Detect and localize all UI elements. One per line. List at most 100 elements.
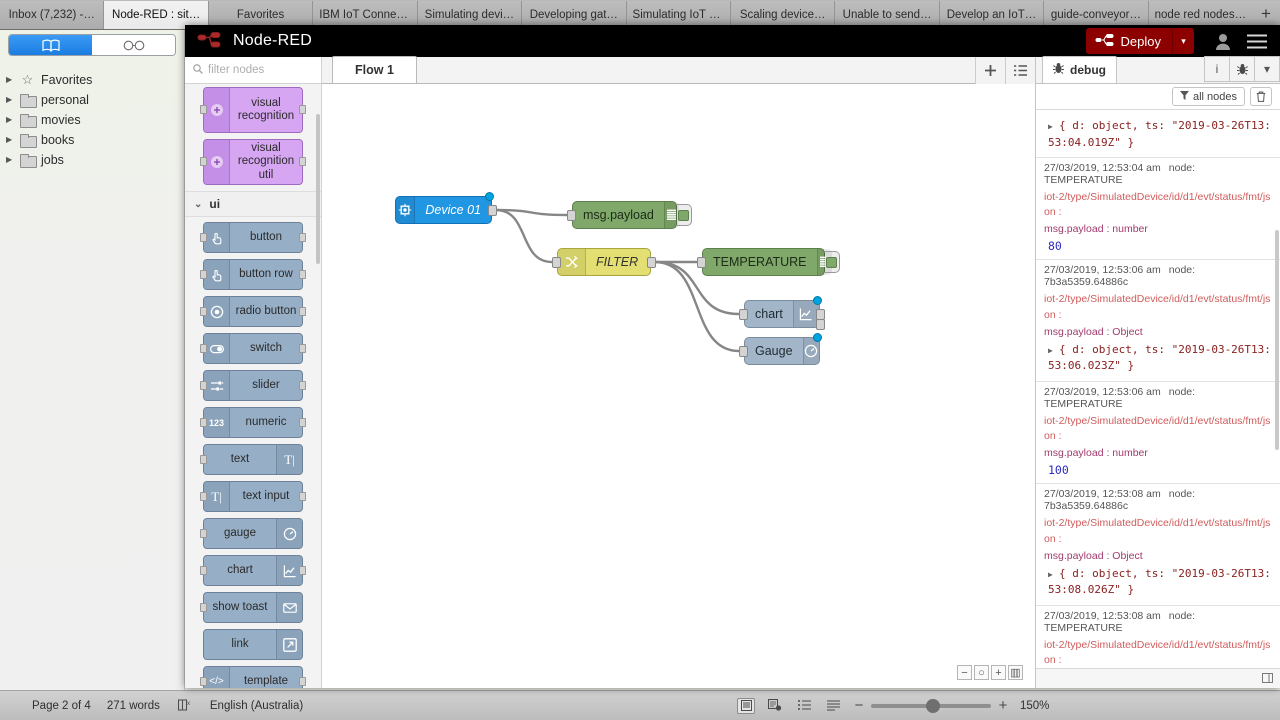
tree-item[interactable]: ▶☆Favorites [0, 70, 184, 90]
tree-item[interactable]: ▶books [0, 130, 184, 150]
node-input-port[interactable] [200, 565, 207, 575]
expand-icon[interactable] [1262, 672, 1273, 686]
palette-node[interactable]: slider [200, 370, 306, 401]
zoom-out-icon[interactable]: − [957, 665, 972, 680]
zoom-knob[interactable] [926, 698, 940, 713]
expand-triangle-icon[interactable]: ▶ [6, 95, 13, 104]
sidebar-view-toggle[interactable] [8, 34, 176, 56]
node-output-port[interactable] [299, 417, 306, 427]
zoom-in-icon[interactable]: + [991, 665, 1006, 680]
palette-scroll-area[interactable]: visual recognition visual recognition uti… [185, 84, 321, 688]
node-output-port[interactable] [299, 676, 306, 686]
clear-debug-button[interactable] [1250, 87, 1272, 106]
browser-tab[interactable]: Inbox (7,232) -… [0, 1, 104, 29]
expand-triangle-icon[interactable]: ▶ [1048, 345, 1053, 355]
user-icon[interactable] [1206, 25, 1240, 57]
debug-toggle-button[interactable] [824, 251, 840, 273]
flow-node-msgpayload[interactable]: msg.payload [567, 201, 692, 229]
node-input-port[interactable] [200, 269, 207, 279]
node-input-port[interactable] [200, 105, 207, 114]
zoom-in-button[interactable]: + [998, 697, 1008, 714]
web-layout-icon[interactable] [766, 698, 784, 714]
add-flow-icon[interactable] [975, 57, 1005, 84]
bug-icon-button[interactable] [1229, 56, 1255, 82]
node-input-port[interactable] [200, 602, 207, 612]
browser-tab[interactable]: Unable to send… [834, 1, 939, 29]
node-input-port[interactable] [697, 257, 706, 268]
print-layout-icon[interactable] [737, 697, 755, 714]
flow-node-gauge[interactable]: Gauge [739, 333, 822, 365]
node-output-port[interactable] [299, 565, 306, 575]
tree-item[interactable]: ▶personal [0, 90, 184, 110]
node-input-port[interactable] [200, 232, 207, 242]
node-input-port[interactable] [200, 417, 207, 427]
node-input-port[interactable] [200, 343, 207, 353]
palette-scrollbar[interactable] [316, 114, 320, 264]
browser-tab[interactable]: Developing gat… [521, 1, 626, 29]
palette-node[interactable]: visual recognition util [200, 139, 306, 185]
tab-debug[interactable]: debug [1042, 56, 1117, 83]
expand-triangle-icon[interactable]: ▶ [1048, 569, 1053, 579]
spellcheck-icon[interactable]: x [176, 698, 194, 714]
debug-object-value[interactable]: ▶{ d: object, ts: "2019-03-26T13:53:04.0… [1044, 118, 1272, 151]
node-input-port[interactable] [200, 380, 207, 390]
flow-node-temperature[interactable]: TEMPERATURE [697, 248, 840, 276]
palette-filter[interactable]: filter nodes [185, 57, 321, 84]
node-output-port[interactable] [299, 157, 306, 166]
palette-node[interactable]: button [200, 222, 306, 253]
palette-node[interactable]: chart [200, 555, 306, 586]
node-input-port[interactable] [200, 454, 207, 464]
debug-object-value[interactable]: ▶{ d: object, ts: "2019-03-26T13:53:06.0… [1044, 342, 1272, 375]
glasses-icon[interactable] [92, 35, 175, 55]
palette-node[interactable]: button row [200, 259, 306, 290]
palette-node[interactable]: radio button [200, 296, 306, 327]
expand-triangle-icon[interactable]: ▶ [6, 135, 13, 144]
palette-node[interactable]: visual recognition [200, 87, 306, 133]
node-output-port[interactable] [299, 105, 306, 114]
browser-tab[interactable]: Develop an IoT… [938, 1, 1044, 29]
debug-object-value[interactable]: ▶{ d: object, ts: "2019-03-26T13:53:08.0… [1044, 566, 1272, 599]
palette-node[interactable]: link [203, 629, 303, 660]
node-output-port[interactable] [299, 269, 306, 279]
debug-message-list[interactable]: ▶{ d: object, ts: "2019-03-26T13:53:04.0… [1036, 110, 1280, 668]
expand-triangle-icon[interactable]: ▶ [6, 75, 13, 84]
zoom-slider[interactable]: − + [853, 697, 1009, 714]
flow-node-filter[interactable]: FILTER [552, 248, 656, 276]
flow-list-icon[interactable] [1005, 57, 1035, 84]
canvas-zoom-controls[interactable]: −○+▥ [955, 665, 1023, 680]
deploy-dropdown-arrow[interactable]: ▾ [1172, 28, 1194, 54]
language-indicator[interactable]: English (Australia) [209, 699, 304, 712]
node-input-port[interactable] [200, 528, 207, 538]
palette-node[interactable]: switch [200, 333, 306, 364]
navigator-icon[interactable]: ▥ [1008, 665, 1023, 680]
palette-node[interactable]: T|text input [200, 481, 306, 512]
flow-tab-flow1[interactable]: Flow 1 [332, 56, 417, 83]
palette-category-ui[interactable]: ⌄ui [185, 191, 321, 217]
node-output-port[interactable] [647, 257, 656, 268]
debug-message[interactable]: ▶{ d: object, ts: "2019-03-26T13:53:04.0… [1036, 110, 1280, 158]
book-icon[interactable] [9, 35, 92, 55]
node-input-port[interactable] [739, 346, 748, 357]
node-output-port[interactable] [299, 232, 306, 242]
palette-node[interactable]: </>template [200, 666, 306, 688]
node-input-port[interactable] [739, 309, 748, 320]
palette-node[interactable]: show toast [200, 592, 303, 623]
node-output-port[interactable] [299, 306, 306, 316]
zoom-track[interactable] [871, 698, 991, 713]
node-output-port-2[interactable] [816, 319, 825, 330]
filter-nodes-input[interactable]: filter nodes [208, 64, 265, 76]
node-output-port[interactable] [299, 491, 306, 501]
node-input-port[interactable] [200, 491, 207, 501]
node-input-port[interactable] [200, 157, 207, 166]
node-output-port[interactable] [299, 343, 306, 353]
outline-icon[interactable] [795, 698, 813, 714]
hamburger-menu-icon[interactable] [1240, 25, 1274, 57]
browser-tab[interactable]: Node-RED : sit… [103, 1, 208, 29]
filter-all-nodes-button[interactable]: all nodes [1171, 87, 1245, 106]
